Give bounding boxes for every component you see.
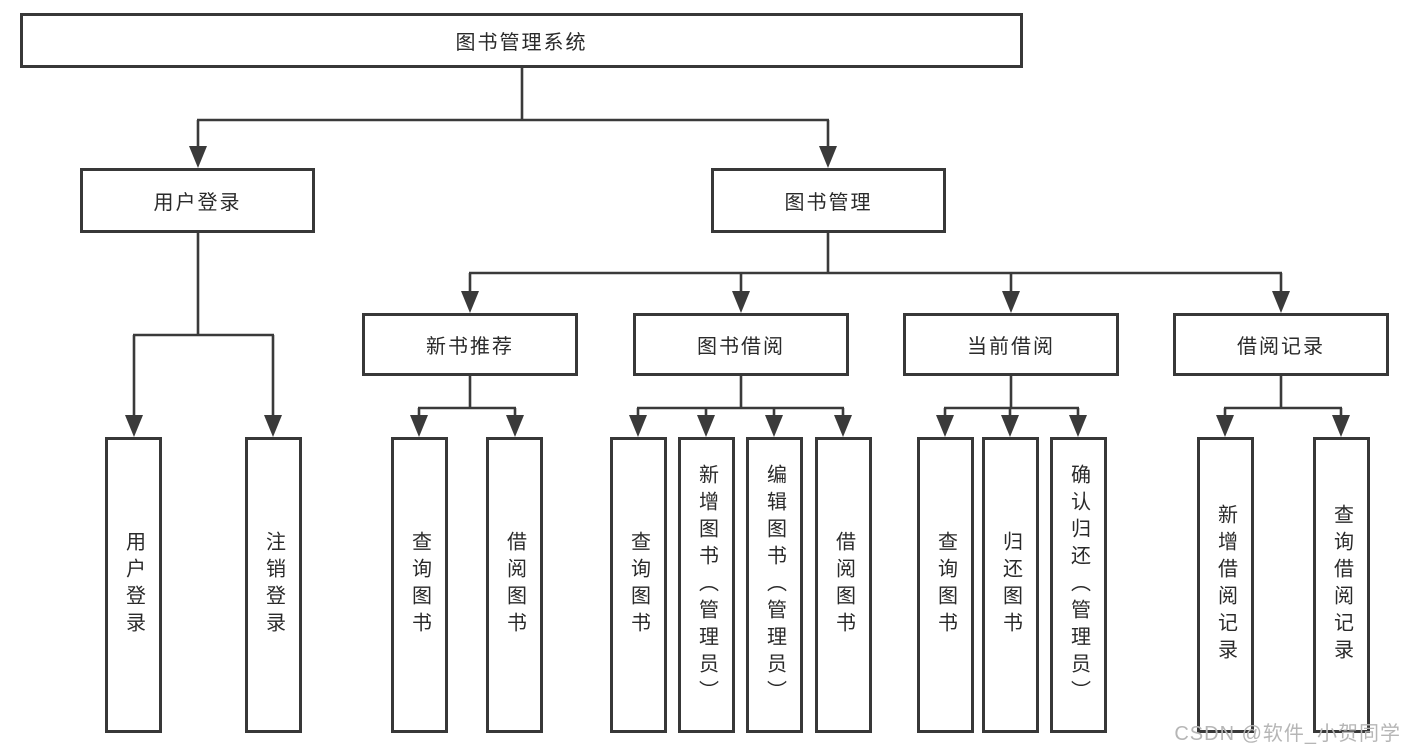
arrow-down-icon bbox=[765, 415, 783, 437]
node-book-borrow-label: 图书借阅 bbox=[697, 336, 785, 358]
connector-newbook-to-leaves bbox=[417, 376, 517, 419]
csdn-watermark: CSDN @软件_小贺同学 bbox=[1174, 723, 1401, 745]
arrow-down-icon bbox=[732, 291, 750, 313]
leaf-logout-label: 注销登录 bbox=[262, 531, 285, 639]
leaf-query-book-1-label: 查询图书 bbox=[408, 531, 431, 639]
connector-root-to-level1 bbox=[196, 68, 830, 150]
leaf-user-login-label: 用户登录 bbox=[122, 531, 145, 639]
leaf-return-book-label: 归还图书 bbox=[999, 531, 1022, 639]
arrow-down-icon bbox=[1272, 291, 1290, 313]
node-root-label: 图书管理系统 bbox=[455, 32, 588, 54]
leaf-edit-book-label: 编辑图书（管理员） bbox=[763, 463, 786, 707]
leaf-borrow-book-1: 借阅图书 bbox=[486, 437, 543, 733]
arrow-down-icon bbox=[936, 415, 954, 437]
arrow-down-icon bbox=[1001, 415, 1019, 437]
leaf-user-login: 用户登录 bbox=[105, 437, 162, 733]
connector-bookmgmt-to-level2 bbox=[468, 233, 1283, 295]
leaf-borrow-book-2: 借阅图书 bbox=[815, 437, 872, 733]
node-new-book-recommend: 新书推荐 bbox=[362, 313, 578, 376]
arrow-down-icon bbox=[629, 415, 647, 437]
leaf-edit-book: 编辑图书（管理员） bbox=[746, 437, 803, 733]
leaf-logout: 注销登录 bbox=[245, 437, 302, 733]
arrow-down-icon bbox=[1069, 415, 1087, 437]
node-user-login-label: 用户登录 bbox=[153, 192, 242, 214]
leaf-query-record-label: 查询借阅记录 bbox=[1330, 504, 1353, 666]
arrow-down-icon bbox=[1332, 415, 1350, 437]
connector-records-to-leaves bbox=[1223, 376, 1343, 419]
arrow-down-icon bbox=[264, 415, 282, 437]
leaf-query-book-3-label: 查询图书 bbox=[934, 531, 957, 639]
node-borrow-records-label: 借阅记录 bbox=[1237, 336, 1325, 358]
leaf-add-record: 新增借阅记录 bbox=[1197, 437, 1254, 733]
leaf-borrow-book-1-label: 借阅图书 bbox=[503, 531, 526, 639]
node-root: 图书管理系统 bbox=[20, 13, 1023, 68]
leaf-add-book-label: 新增图书（管理员） bbox=[695, 463, 718, 707]
leaf-return-book: 归还图书 bbox=[982, 437, 1039, 733]
leaf-confirm-return-label: 确认归还（管理员） bbox=[1067, 463, 1090, 707]
node-current-borrow-label: 当前借阅 bbox=[967, 336, 1055, 358]
leaf-query-book-3: 查询图书 bbox=[917, 437, 974, 733]
arrow-down-icon bbox=[697, 415, 715, 437]
leaf-query-record: 查询借阅记录 bbox=[1313, 437, 1370, 733]
arrow-down-icon bbox=[1216, 415, 1234, 437]
leaf-confirm-return: 确认归还（管理员） bbox=[1050, 437, 1107, 733]
node-book-borrow: 图书借阅 bbox=[633, 313, 849, 376]
node-book-management: 图书管理 bbox=[711, 168, 946, 233]
arrow-down-icon bbox=[834, 415, 852, 437]
arrow-down-icon bbox=[189, 146, 207, 168]
arrow-down-icon bbox=[506, 415, 524, 437]
connector-current-to-leaves bbox=[943, 376, 1080, 419]
node-user-login: 用户登录 bbox=[80, 168, 315, 233]
connector-userlogin-to-leaves bbox=[132, 233, 275, 419]
arrow-down-icon bbox=[1002, 291, 1020, 313]
node-current-borrow: 当前借阅 bbox=[903, 313, 1119, 376]
connector-borrow-to-leaves bbox=[636, 376, 845, 419]
arrow-down-icon bbox=[461, 291, 479, 313]
arrow-down-icon bbox=[410, 415, 428, 437]
node-book-management-label: 图书管理 bbox=[784, 192, 873, 214]
leaf-query-book-2-label: 查询图书 bbox=[627, 531, 650, 639]
arrow-down-icon bbox=[819, 146, 837, 168]
leaf-query-book-2: 查询图书 bbox=[610, 437, 667, 733]
leaf-borrow-book-2-label: 借阅图书 bbox=[832, 531, 855, 639]
node-new-book-recommend-label: 新书推荐 bbox=[426, 336, 514, 358]
leaf-add-book: 新增图书（管理员） bbox=[678, 437, 735, 733]
arrow-down-icon bbox=[125, 415, 143, 437]
leaf-add-record-label: 新增借阅记录 bbox=[1214, 504, 1237, 666]
leaf-query-book-1: 查询图书 bbox=[391, 437, 448, 733]
node-borrow-records: 借阅记录 bbox=[1173, 313, 1389, 376]
